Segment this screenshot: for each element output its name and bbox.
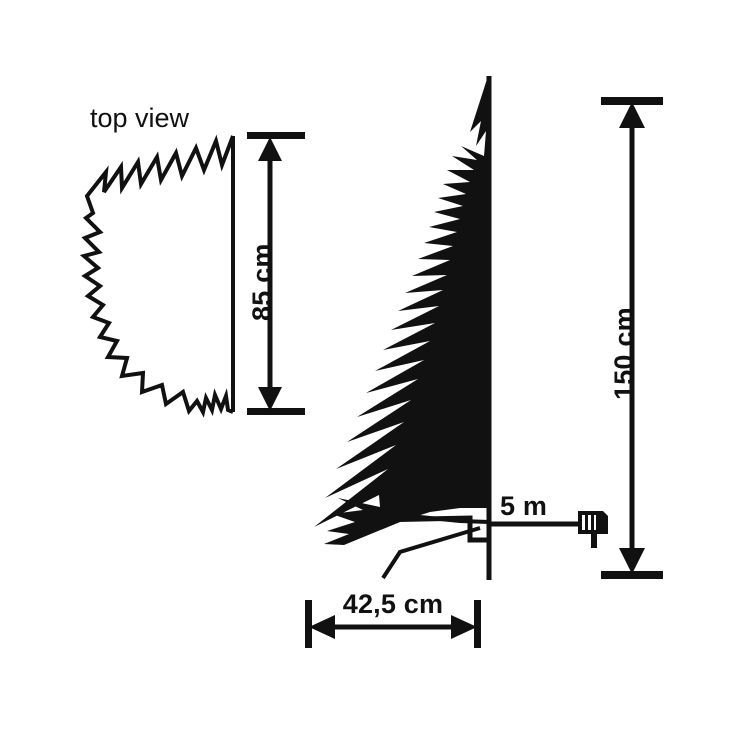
- tree-stand-leg: [381, 526, 481, 580]
- arrow-left-icon: [309, 615, 335, 639]
- dimension-425cm-label: 42,5 cm: [343, 589, 443, 619]
- dimension-150cm-label: 150 cm: [609, 307, 639, 400]
- power-plug-icon: [578, 511, 608, 548]
- dimension-85cm-label: 85 cm: [247, 243, 277, 321]
- cable-group: 5 m: [489, 491, 608, 548]
- cable-length-label: 5 m: [500, 491, 547, 521]
- dimension-425cm-right-cap: [474, 600, 481, 648]
- dimension-425cm: 42,5 cm: [305, 589, 481, 648]
- dimension-150cm-top-cap: [601, 97, 663, 105]
- arrow-up-icon: [258, 137, 282, 161]
- dimension-425cm-left-cap: [305, 600, 312, 648]
- dimension-85cm-top-cap: [247, 132, 305, 139]
- top-view-outline: [79, 134, 235, 418]
- arrow-down-icon: [258, 387, 282, 411]
- tree-foliage-silhouette: [314, 76, 488, 545]
- dimension-85cm-bottom-cap: [247, 408, 305, 415]
- dimension-150cm-bottom-cap: [601, 571, 663, 579]
- arrow-up-icon: [619, 102, 645, 128]
- dimension-150cm: 150 cm: [601, 97, 663, 579]
- arrow-down-icon: [619, 548, 645, 574]
- side-view-group: [314, 76, 492, 580]
- dimension-85cm: 85 cm: [247, 132, 305, 415]
- top-view-caption: top view: [90, 103, 190, 133]
- arrow-right-icon: [451, 615, 477, 639]
- top-view-group: [79, 134, 235, 418]
